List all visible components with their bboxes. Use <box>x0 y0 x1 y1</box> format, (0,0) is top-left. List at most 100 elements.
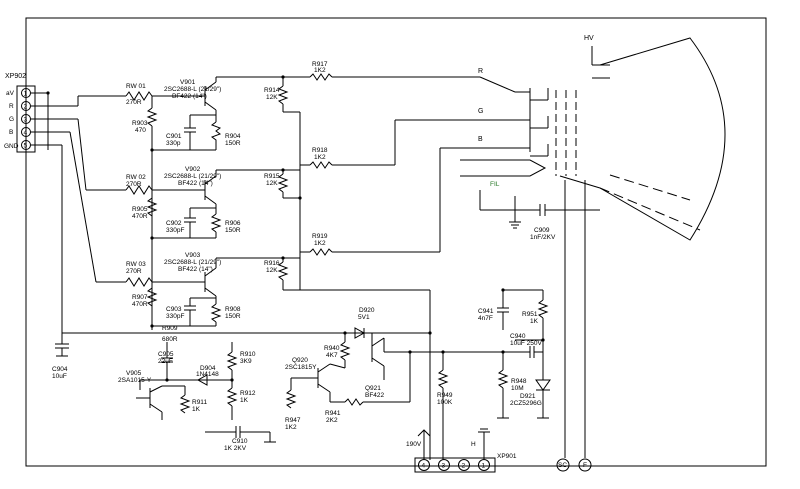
pin-5-label: GND <box>4 143 19 150</box>
r940-val: 4K7 <box>326 352 338 359</box>
q920-part: 2SC1815Y <box>285 364 317 371</box>
arrow-up-icon <box>417 429 431 437</box>
label-190v: 190V <box>406 441 422 448</box>
r914-ref: R914 <box>264 87 280 94</box>
v903-part: 2SC2688-L (21/29") <box>164 259 221 266</box>
c903-ref: C903 <box>166 306 182 313</box>
resistor-r905 <box>146 197 158 217</box>
c940-val: 10uF 250V <box>510 340 542 347</box>
pin-5: 5 GND <box>4 140 31 150</box>
crt-tube: HV R G B FIL C909 1nF/2KV S <box>460 35 726 472</box>
crt-heater <box>460 159 547 177</box>
r910-val: 3K9 <box>240 358 252 365</box>
resistor-r910 <box>226 351 238 371</box>
stage-b: RW 03 270R R907 470R V903 2SC2688-L (21/… <box>125 252 300 327</box>
stage-r: RW 01 270R R903 470 V901 2SC2688-L (21/2… <box>125 76 300 330</box>
r915-ref: R915 <box>264 173 280 180</box>
crt-hv-label: HV <box>584 35 594 42</box>
v903-ref: V903 <box>185 252 201 259</box>
pin-1-num: 1 <box>24 91 28 98</box>
r904-ref: R904 <box>225 133 241 140</box>
r941-ref: R941 <box>325 410 341 417</box>
v905-part: 2SA1015-Y <box>118 377 152 384</box>
rw902-val: 270R <box>126 181 142 188</box>
r904-val: 150R <box>225 140 241 147</box>
resistor-r906 <box>210 213 222 233</box>
r918-val: 1K2 <box>314 154 326 161</box>
r912-val: 1K <box>240 397 249 404</box>
resistor-r951 <box>537 299 549 319</box>
resistor-r917 <box>309 73 333 81</box>
r903-val: 470 <box>135 127 146 134</box>
stage-g: RW 02 270R R905 470R V902 2SC2688-L (21/… <box>125 166 300 239</box>
r951-ref: R951 <box>522 311 538 318</box>
resistor-r948 <box>497 369 509 389</box>
c941-ref: C941 <box>478 308 494 315</box>
terminal-sc-label: SC <box>558 462 567 469</box>
c905-ref: C905 <box>158 351 174 358</box>
pin-2: 2 R <box>9 101 31 111</box>
c905-val: 22uF <box>158 358 173 365</box>
c902-val: 330pF <box>166 227 184 234</box>
r919-ref: R919 <box>312 233 328 240</box>
r917-val: 1K2 <box>314 67 326 74</box>
r947-ref: R947 <box>285 417 301 424</box>
c904-ref: C904 <box>52 366 68 373</box>
crt-outline <box>599 37 726 241</box>
pin-3: 3 G <box>9 114 31 124</box>
c902-ref: C902 <box>166 220 182 227</box>
q920-ref: Q920 <box>292 357 308 364</box>
r918-ref: R918 <box>312 147 328 154</box>
resistor-r949 <box>437 369 449 389</box>
terminal-f <box>578 458 592 472</box>
v901-part: 2SC2688-L (21/29") <box>164 86 221 93</box>
r917-ref: R917 <box>312 61 328 68</box>
r951-val: 1K <box>530 318 539 325</box>
resistor-r915 <box>277 173 289 193</box>
r903-ref: R903 <box>132 120 148 127</box>
c910-ref: C910 <box>232 438 248 445</box>
r911-ref: R911 <box>192 399 207 406</box>
label-h: H <box>471 441 476 448</box>
d904-val: 1N4148 <box>196 371 219 378</box>
xp901-pin-1: 1 <box>482 463 486 470</box>
r941-val: 2K2 <box>326 417 338 424</box>
pin-1-label: aV <box>6 90 15 97</box>
r919-val: 1K2 <box>314 240 326 247</box>
r906-val: 150R <box>225 227 241 234</box>
resistor-r940 <box>339 341 351 361</box>
r949-ref: R949 <box>437 392 453 399</box>
right-network: C941 4n7F R951 1K C940 10uF 250V R948 10… <box>400 289 551 419</box>
c904-val: 10uF <box>52 373 67 380</box>
pin-4-label: B <box>9 129 13 136</box>
resistor-r907 <box>146 287 158 307</box>
d920-val: 5V1 <box>358 314 370 321</box>
r915-val: 12K <box>266 180 278 187</box>
r916-val: 12K <box>266 267 278 274</box>
resistor-rw903 <box>125 277 153 287</box>
rw903-ref: RW 03 <box>126 261 146 268</box>
v905-ref: V905 <box>126 370 142 377</box>
resistor-rw902 <box>125 185 153 195</box>
xp901-pin-3: 3 <box>442 463 446 470</box>
r949-val: 100K <box>437 399 453 406</box>
c901-val: 330p <box>166 140 181 147</box>
r948-ref: R948 <box>511 378 527 385</box>
crt-gun-r-label: R <box>478 68 483 75</box>
crt-gun-g-label: G <box>478 108 483 115</box>
c941-val: 4n7F <box>478 315 493 322</box>
resistor-r914 <box>277 85 289 105</box>
resistor-r912 <box>226 387 238 407</box>
rw901-ref: RW 01 <box>126 83 146 90</box>
connector-xp901: 4 3 2 1 XP901 190V H <box>406 428 517 473</box>
d921-ref: D921 <box>520 393 536 400</box>
c903-val: 330pF <box>166 313 184 320</box>
r906-ref: R906 <box>225 220 241 227</box>
resistor-r941 <box>344 398 364 406</box>
r911-val: 1K <box>192 406 201 413</box>
r947-val: 1K2 <box>285 424 297 431</box>
pin-2-num: 2 <box>24 104 28 111</box>
d920-ref: D920 <box>359 307 375 314</box>
diode-d921 <box>535 379 551 391</box>
